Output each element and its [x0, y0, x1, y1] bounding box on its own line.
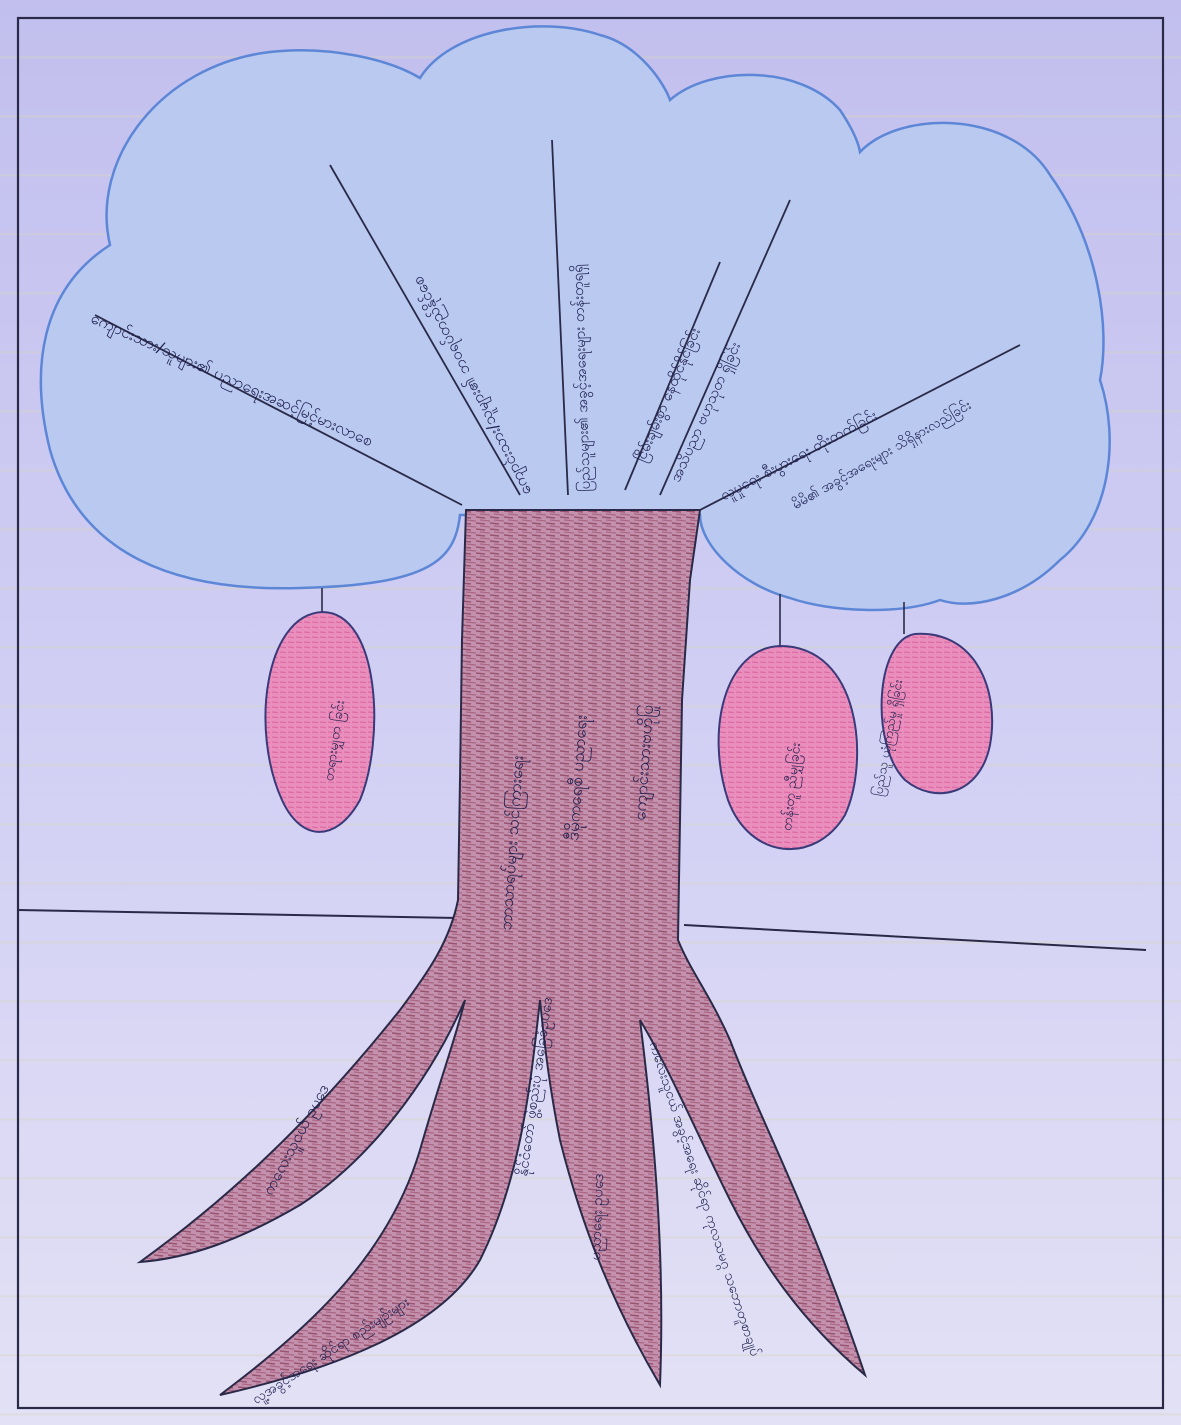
root-label-4: ပညာရေး ဥပဒေ [588, 1173, 606, 1260]
ground-line-right [684, 925, 1146, 950]
trunk-shape [140, 510, 865, 1395]
ground-line-left [18, 910, 458, 918]
